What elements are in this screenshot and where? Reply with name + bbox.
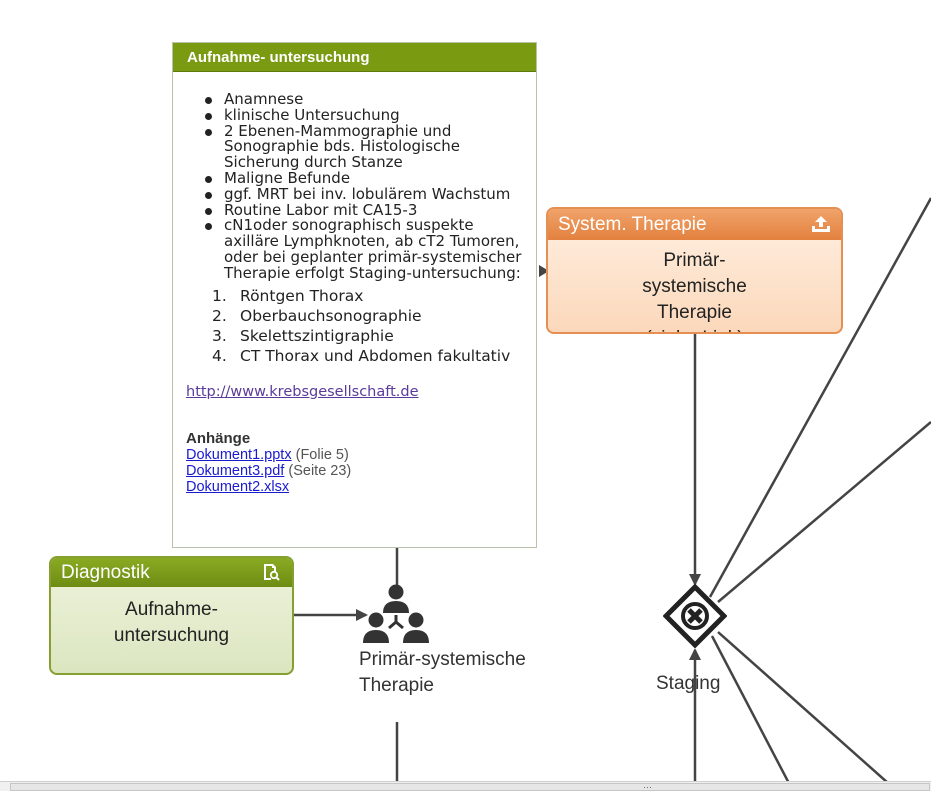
attachment-item: Dokument2.xlsx	[186, 479, 524, 495]
attachment-item: Dokument3.pdf (Seite 23)	[186, 463, 524, 479]
edge-gw-lr2	[717, 631, 898, 791]
bullet-item: ggf. MRT bei inv. lobulärem Wachstum	[205, 186, 524, 203]
bullet-item: klinische Untersuchung	[205, 107, 524, 124]
staging-step: 3. Skelettszintigraphie	[186, 326, 524, 346]
node-label: Aufnahme-untersuchung	[113, 599, 230, 646]
attachment-item: Dokument1.pptx (Folie 5)	[186, 447, 524, 463]
attachment-note: (Seite 23)	[288, 462, 352, 479]
document-search-icon[interactable]	[262, 563, 280, 581]
gateway-label: Staging	[656, 673, 721, 694]
popup-pointer-arrow	[539, 265, 549, 277]
bullet-item: cN1oder sonographisch suspekte axilläre …	[205, 217, 524, 281]
node-category-label: Diagnostik	[61, 562, 150, 583]
staging-step: 1. Röntgen Thorax	[186, 286, 524, 306]
attachment-note: (Folie 5)	[295, 446, 349, 463]
details-popup: Aufnahme- untersuchung Anamnese klinisch…	[172, 42, 537, 548]
group-meeting-icon[interactable]	[361, 583, 431, 645]
scrollbar-thumb[interactable]: ⋯	[10, 782, 930, 792]
edge-gw-ur2	[717, 421, 931, 603]
attachment-link[interactable]: Dokument3.pdf	[186, 462, 285, 479]
bullet-item: Maligne Befunde	[205, 170, 524, 187]
bullet-item: 2 Ebenen-Mammographie und Sonographie bd…	[205, 123, 524, 171]
step-number: 3.	[212, 326, 227, 345]
step-text: CT Thorax und Abdomen fakultativ	[240, 346, 511, 365]
staging-step: 4. CT Thorax und Abdomen fakultativ	[186, 346, 524, 366]
attachment-link[interactable]: Dokument1.pptx	[186, 446, 292, 463]
bullet-item: Anamnese	[205, 91, 524, 108]
external-link[interactable]: http://www.krebsgesellschaft.de	[186, 383, 419, 400]
step-number: 2.	[212, 306, 227, 325]
bullet-item: Routine Labor mit CA15-3	[205, 202, 524, 219]
step-number: 1.	[212, 286, 227, 305]
attachment-link[interactable]: Dokument2.xlsx	[186, 478, 290, 495]
bullet-list: Anamnese klinische Untersuchung 2 Ebenen…	[186, 91, 524, 282]
popup-title: Aufnahme- untersuchung	[173, 43, 536, 72]
step-text: Röntgen Thorax	[240, 286, 364, 305]
exclusive-gateway-icon[interactable]	[663, 584, 727, 648]
edge-gw-ur1	[708, 197, 931, 598]
step-number: 4.	[212, 346, 227, 365]
diagnostik-node[interactable]: Diagnostik Aufnahme-untersuchung	[49, 556, 294, 675]
edge-gw-lr1	[710, 635, 795, 791]
upload-icon[interactable]	[811, 215, 831, 233]
step-text: Oberbauchsonographie	[240, 306, 422, 325]
staging-step: 2. Oberbauchsonographie	[186, 306, 524, 326]
node-category-label: System. Therapie	[558, 214, 707, 235]
node-header: System. Therapie	[548, 209, 841, 240]
node-label: Primär-systemische Therapie (siehe Link)	[642, 250, 747, 332]
staging-steps-list: 1.Röntgen Thorax 2.Oberbauchsonographie …	[186, 286, 524, 366]
horizontal-scrollbar[interactable]: ⋯	[0, 781, 931, 792]
scrollbar-grip: ⋯	[643, 782, 652, 792]
attachments-heading: Anhänge	[186, 429, 251, 447]
step-text: Skelettszintigraphie	[240, 326, 394, 345]
task-label: Primär-systemische Therapie	[359, 649, 526, 696]
system-therapie-node[interactable]: System. Therapie Primär-systemische Ther…	[546, 207, 843, 334]
node-header: Diagnostik	[51, 558, 292, 587]
